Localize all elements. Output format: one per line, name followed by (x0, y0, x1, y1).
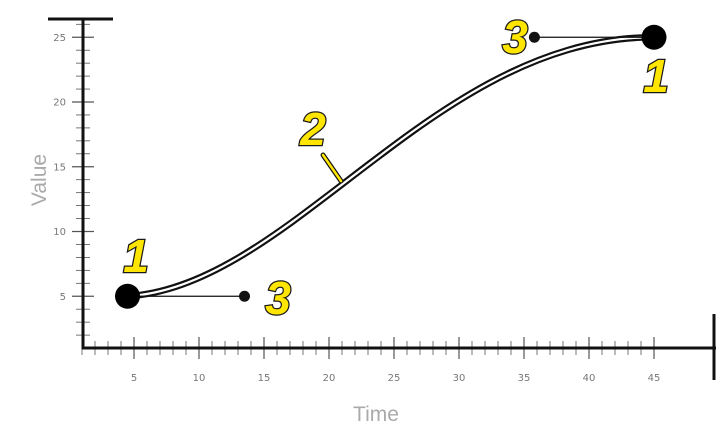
y-tick-label: 15 (53, 162, 66, 173)
y-tick-label: 10 (53, 227, 66, 238)
animation-curve-highlight (126, 36, 656, 298)
y-axis-label: Value (28, 154, 51, 206)
x-tick-label: 45 (648, 373, 661, 384)
callout-keyframe-start: 1 (123, 230, 149, 282)
y-tick-label: 5 (60, 292, 66, 303)
x-tick-label: 10 (193, 373, 206, 384)
x-tick-label: 35 (518, 373, 531, 384)
x-tick-labels: 5 10 15 20 25 30 35 40 45 (131, 373, 661, 384)
keyframe-point (115, 283, 140, 309)
x-tick-label: 25 (388, 373, 401, 384)
callout-pointer-fill (321, 153, 343, 183)
axes (48, 17, 716, 380)
x-tick-label: 20 (323, 373, 336, 384)
tangent-handles (127, 31, 654, 302)
callout-keyframe-end: 1 (643, 50, 669, 102)
x-tick-label: 30 (453, 373, 466, 384)
x-tick-label: 15 (258, 373, 271, 384)
axis-minor-ticks (72, 23, 655, 359)
keyframe-point (641, 24, 667, 50)
tangent-handle-point (239, 290, 250, 302)
y-tick-label: 25 (53, 33, 66, 44)
callout-handle-end: 3 (502, 11, 528, 63)
callout-handle-start: 3 (265, 272, 291, 324)
callout-curve: 2 (299, 103, 326, 155)
tangent-handle-point (528, 31, 540, 43)
keyframes (115, 24, 667, 309)
animation-curve (124, 34, 658, 300)
curve-layer (124, 34, 658, 300)
y-tick-labels: 5 10 15 20 25 (53, 33, 66, 303)
x-tick-label: 5 (131, 373, 137, 384)
x-tick-label: 40 (583, 373, 596, 384)
callouts: 1 1 2 3 3 (122, 10, 670, 326)
x-axis-label: Time (353, 403, 399, 426)
y-tick-label: 20 (53, 98, 66, 109)
